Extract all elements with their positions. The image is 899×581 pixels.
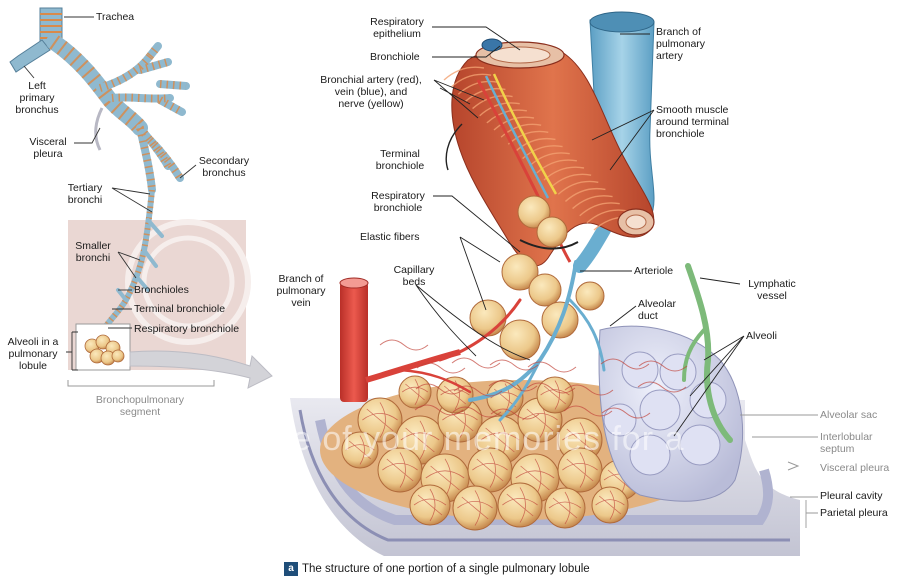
arteriole-network <box>398 260 606 422</box>
label-respiratory-epithelium: Respiratory epithelium <box>370 16 424 40</box>
right-leader-lines <box>415 26 745 437</box>
alveolar-sac-region <box>598 325 743 502</box>
right-leader-lines-gray <box>740 414 818 528</box>
zoom-arrow <box>129 350 273 389</box>
bronchial-tree <box>9 7 273 389</box>
label-branch-pulmonary-artery: Branch of pulmonary artery <box>656 26 706 62</box>
label-lymphatic-vessel: Lymphatic vessel <box>748 278 796 302</box>
visceral-pleura-curve <box>94 107 104 151</box>
label-left-primary-bronchus: Left primary bronchus <box>15 80 59 116</box>
label-respiratory-bronchiole-left: Respiratory bronchiole <box>134 323 240 335</box>
label-smaller-bronchi: Smaller bronchi <box>75 240 111 264</box>
left-primary-bronchus-shape <box>9 39 51 73</box>
label-bronchopulmonary-segment: Bronchopulmonary segment <box>95 394 185 418</box>
terminal-bronchiole-bracket <box>445 123 463 171</box>
label-secondary-bronchus: Secondary bronchus <box>198 155 250 179</box>
label-branch-pulmonary-vein: Branch of pulmonary vein <box>276 273 326 309</box>
caption-letter-badge: a <box>284 562 298 576</box>
label-alveolar-duct: Alveolar duct <box>638 298 676 322</box>
label-pleural-cavity: Pleural cavity <box>820 490 883 502</box>
capillary-strands <box>379 339 688 420</box>
label-alveolar-sac: Alveolar sac <box>820 409 878 421</box>
label-bronchial-artery-vein-nerve: Bronchial artery (red), vein (blue), and… <box>320 74 422 110</box>
label-terminal-bronchiole-right: Terminal bronchiole <box>375 148 425 172</box>
label-trachea: Trachea <box>96 11 135 23</box>
capillary-mesh <box>379 339 688 420</box>
terminal-bronchiole-tube <box>443 38 655 267</box>
label-visceral-pleura-right: Visceral pleura <box>820 462 890 474</box>
label-arteriole: Arteriole <box>634 265 674 277</box>
label-tertiary-bronchi: Tertiary bronchi <box>67 182 103 206</box>
label-parietal-pleura: Parietal pleura <box>820 507 888 519</box>
caption-text: The structure of one portion of a single… <box>302 563 590 575</box>
label-alveoli: Alveoli <box>746 330 777 342</box>
label-terminal-bronchiole-left: Terminal bronchiole <box>134 303 226 315</box>
label-interlobular-septum: Interlobular septum <box>820 431 873 455</box>
left-leader-lines <box>23 16 197 371</box>
label-bronchioles: Bronchioles <box>134 284 189 296</box>
elastic-fiber-mark <box>519 239 579 250</box>
label-capillary-beds: Capillary beds <box>393 264 435 288</box>
lobule-alveoli <box>84 334 125 366</box>
label-alveoli-in-lobule: Alveoli in a pulmonary lobule <box>7 336 59 372</box>
label-elastic-fibers: Elastic fibers <box>360 231 420 243</box>
figure-caption: a The structure of one portion of a sing… <box>284 561 590 577</box>
segment-bracket <box>67 380 215 387</box>
lymphatic-vessel <box>685 263 733 443</box>
label-visceral-pleura-left: Visceral pleura <box>29 136 67 160</box>
label-smooth-muscle: Smooth muscle around terminal bronchiole <box>656 104 729 140</box>
label-respiratory-bronchiole-right: Respiratory bronchiole <box>371 190 425 214</box>
label-bronchiole: Bronchiole <box>370 51 420 63</box>
